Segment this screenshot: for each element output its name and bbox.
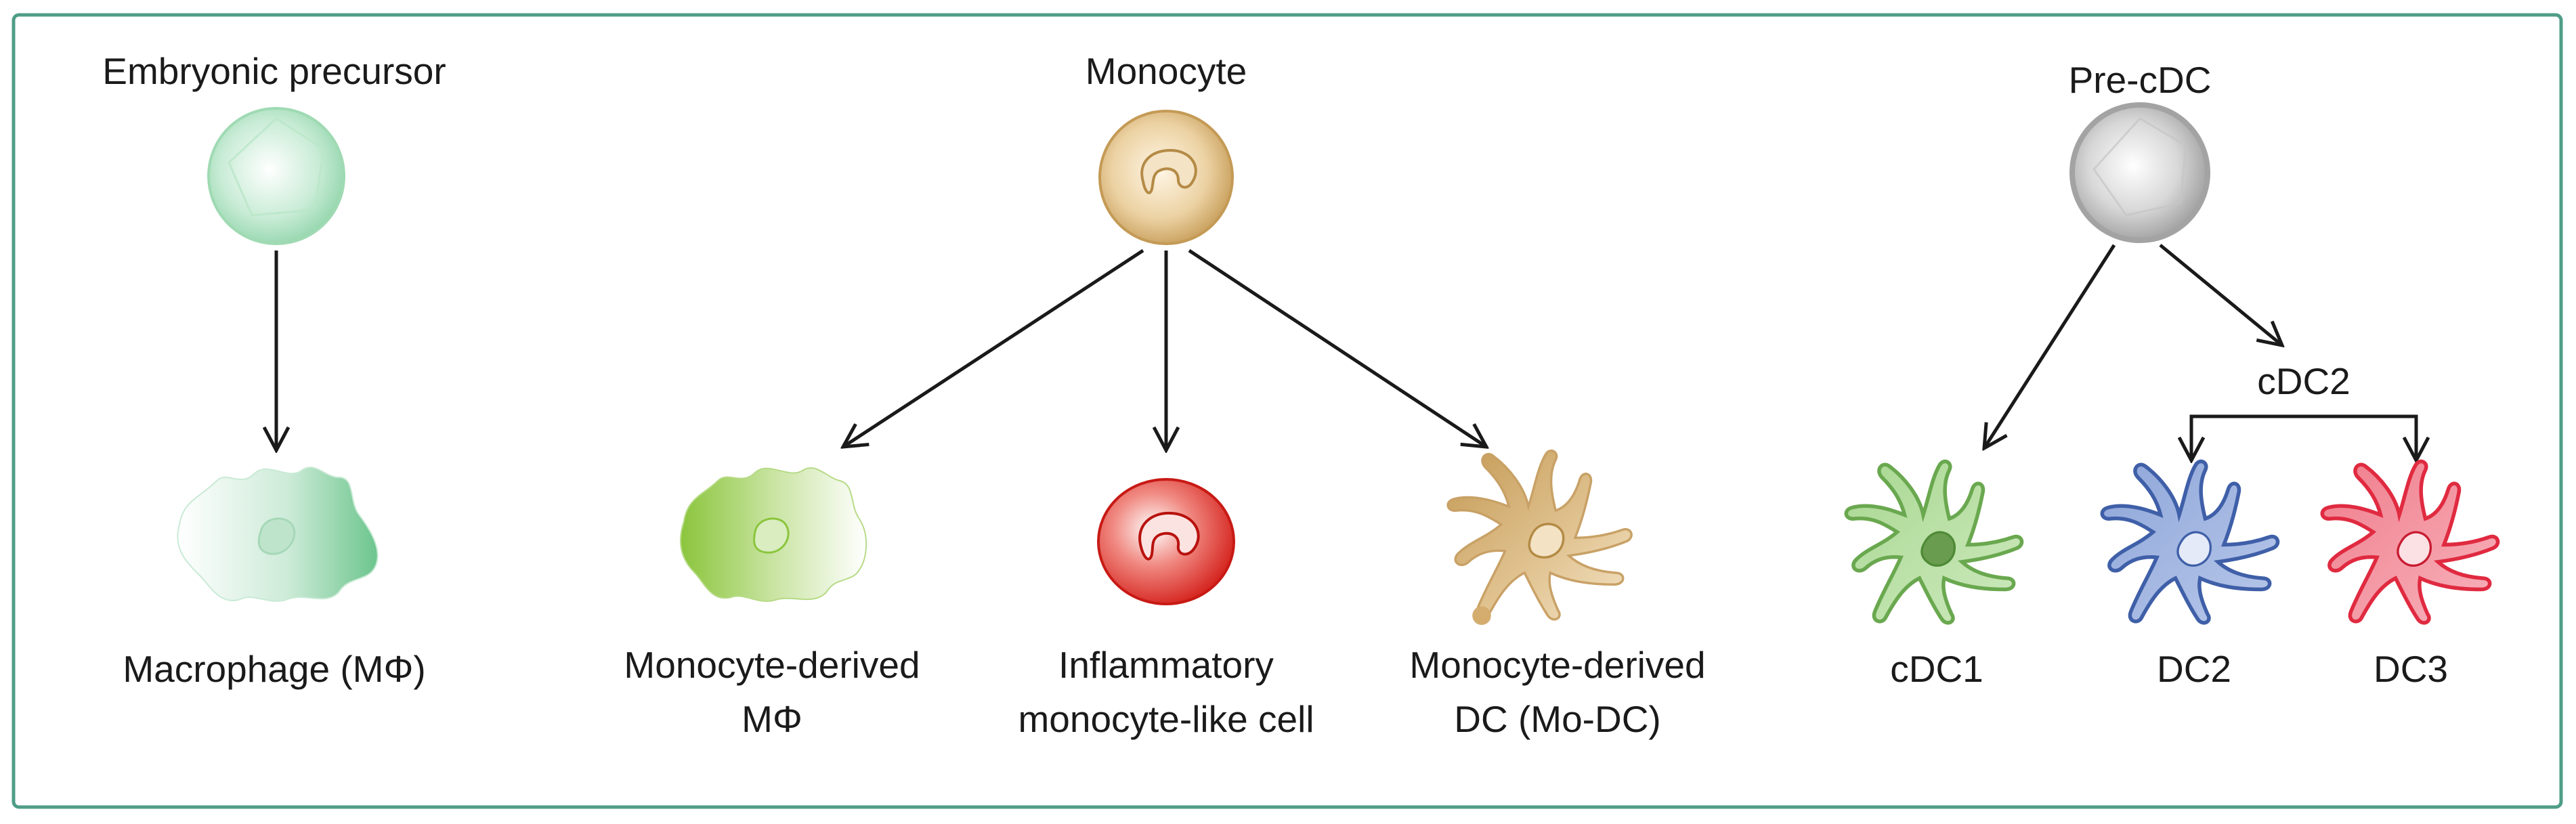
arrow-precdc-to-cdc2 xyxy=(2159,244,2282,345)
dc3-label: DC3 xyxy=(2373,648,2449,690)
inflammatory-label: Inflammatory monocyte-like cell xyxy=(1018,638,1314,746)
arrow-precdc-to-cdc1 xyxy=(1984,244,2116,448)
arrow-monocyte-to-mo-macrophage xyxy=(843,248,1144,447)
outer-border xyxy=(12,13,2563,809)
inflammatory-label-line-2: monocyte-like cell xyxy=(1018,698,1314,740)
inflammatory-label-line-1: Inflammatory xyxy=(1058,644,1274,686)
mo-dc-label-line-2: DC (Mo-DC) xyxy=(1454,698,1661,740)
cdc2-branch-label: cDC2 xyxy=(2257,360,2350,402)
mo-dc-label: Monocyte-derived DC (Mo-DC) xyxy=(1409,638,1705,746)
dc2-cell-icon xyxy=(2102,461,2277,622)
embryonic-precursor-cell-icon xyxy=(207,107,345,245)
monocyte-title: Monocyte xyxy=(1085,50,1247,92)
dc2-label: DC2 xyxy=(2156,648,2232,690)
cdc1-cell-icon xyxy=(1846,461,2021,622)
mo-dc-cell-icon xyxy=(1446,449,1633,626)
pre-cdc-title: Pre-cDC xyxy=(2068,59,2212,101)
macrophage-cell-icon xyxy=(177,467,379,602)
embryonic-precursor-title: Embryonic precursor xyxy=(102,50,446,92)
mo-macrophage-cell-icon xyxy=(680,467,867,602)
mo-dc-label-line-1: Monocyte-derived xyxy=(1409,644,1706,686)
dc3-cell-icon xyxy=(2322,461,2497,622)
monocyte-cell-icon xyxy=(1098,110,1234,245)
arrow-monocyte-to-mo-dc xyxy=(1188,248,1486,447)
cdc1-label: cDC1 xyxy=(1890,648,1983,690)
mo-macrophage-label-line-2: MΦ xyxy=(742,698,802,740)
cdc2-branch-bracket xyxy=(2191,414,2416,460)
mo-macrophage-label: Monocyte-derived MΦ xyxy=(624,638,920,746)
inflammatory-monocyte-cell-icon xyxy=(1097,478,1235,605)
pre-cdc-cell-icon xyxy=(2069,102,2210,243)
mo-macrophage-label-line-1: Monocyte-derived xyxy=(624,644,920,686)
macrophage-label: Macrophage (MΦ) xyxy=(123,648,426,690)
